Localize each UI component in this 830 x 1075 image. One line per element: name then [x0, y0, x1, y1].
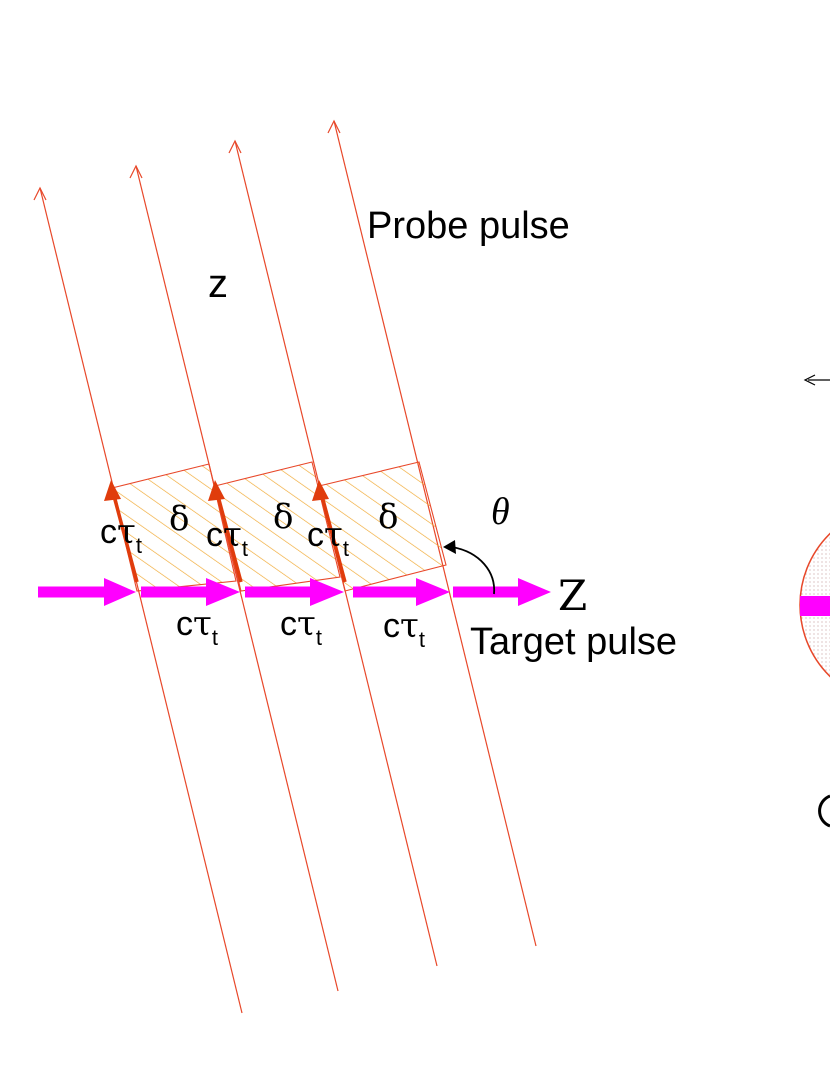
right-small-arrowhead [803, 374, 816, 386]
probe-line-4-arrowhead [327, 119, 341, 134]
theta-label: θ [491, 491, 510, 533]
probe-line-2 [135, 165, 339, 992]
probe-vector-3-head [312, 480, 329, 501]
target-arrow-4-head [416, 578, 450, 606]
c-tau-t-target-2: cτt [280, 604, 322, 650]
target-arrow-3-head [310, 578, 344, 606]
probe-line-1 [39, 187, 243, 1014]
target-arrow-5-head [518, 578, 551, 606]
z-lower-label: z [208, 262, 228, 306]
z-upper-label: Z [558, 571, 587, 620]
right-partial-bar [800, 596, 830, 616]
probe-vector-2 [216, 495, 243, 583]
c-tau-t-target-1: cτt [176, 604, 218, 650]
overlap-cells [111, 461, 447, 592]
probe-line-2-arrowhead [129, 164, 143, 179]
theta-arc [451, 546, 495, 595]
target-arrows [38, 578, 551, 606]
right-partial-figure [799, 374, 830, 828]
delta-label-3: δ [378, 497, 398, 537]
probe-vector-2-head [208, 480, 225, 501]
delta-label-2: δ [273, 497, 293, 537]
probe-line-1-arrowhead [33, 186, 47, 201]
probe-vectors [104, 480, 347, 583]
c-tau-t-probe-2: cτt [206, 515, 248, 561]
delta-label-1: δ [169, 499, 189, 539]
right-partial-glyph [818, 794, 830, 828]
c-tau-t-probe-1: cτt [100, 512, 142, 558]
probe-vector-1-head [104, 480, 121, 501]
probe-pulse-label: Probe pulse [367, 205, 570, 247]
target-pulse-label: Target pulse [470, 621, 677, 663]
c-tau-t-target-3: cτt [383, 606, 425, 652]
c-tau-t-probe-3: cτt [307, 515, 349, 561]
theta-arc-arrowhead [443, 540, 456, 554]
probe-line-3-arrowhead [228, 139, 242, 154]
probe-vector-3 [320, 495, 347, 583]
target-arrow-2-head [206, 578, 240, 606]
probe-vector-1 [112, 495, 139, 583]
theta-indicator [443, 540, 495, 595]
target-arrow-1-head [104, 578, 136, 606]
